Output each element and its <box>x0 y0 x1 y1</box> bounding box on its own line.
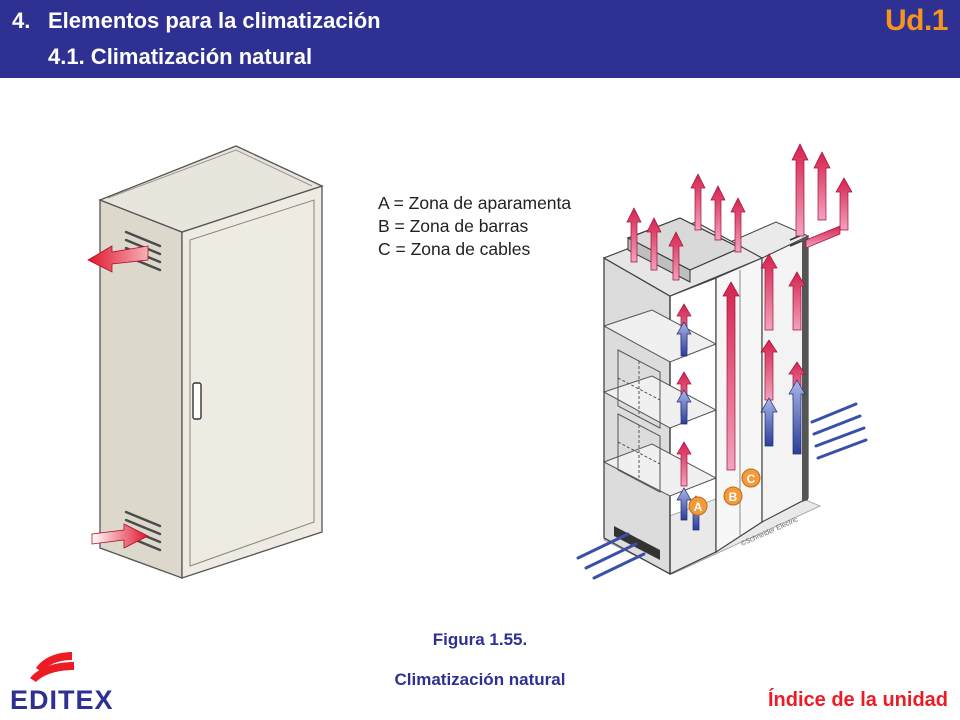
editex-logo-text: EDITEX <box>10 685 114 715</box>
closed-cabinet <box>87 145 324 579</box>
cutaway-cabinet: A B C ©Schneider Electric <box>576 143 868 580</box>
svg-text:C: C <box>747 472 756 486</box>
section-title: Elementos para la climatización <box>48 8 381 33</box>
title-bar: 4. Elementos para la climatización 4.1. … <box>0 0 960 78</box>
subsection-title: 4.1. Climatización natural <box>48 44 313 69</box>
unit-index-link[interactable]: Índice de la unidad <box>767 689 948 711</box>
hot-air-outflow-arrow <box>87 245 149 273</box>
figure-number: Figura 1.55. <box>432 630 528 649</box>
svg-text:A: A <box>694 500 703 514</box>
zone-marker-c: C <box>741 468 761 488</box>
cold-air-inflow-arrow <box>91 523 149 549</box>
section-number: 4. <box>12 8 31 33</box>
zone-marker-b: B <box>723 486 743 506</box>
zone-marker-a: A <box>688 496 708 516</box>
figure-legend: A = Zona de aparamenta B = Zona de barra… <box>378 192 571 261</box>
legend-item-a: A = Zona de aparamenta <box>378 193 572 213</box>
legend-item-b: B = Zona de barras <box>378 216 529 236</box>
unit-label: Ud.1 <box>884 4 949 37</box>
svg-text:B: B <box>729 490 738 504</box>
legend-item-c: C = Zona de cables <box>378 239 531 259</box>
editex-logo-mark <box>30 652 74 682</box>
figure-title: Climatización natural <box>394 670 566 689</box>
